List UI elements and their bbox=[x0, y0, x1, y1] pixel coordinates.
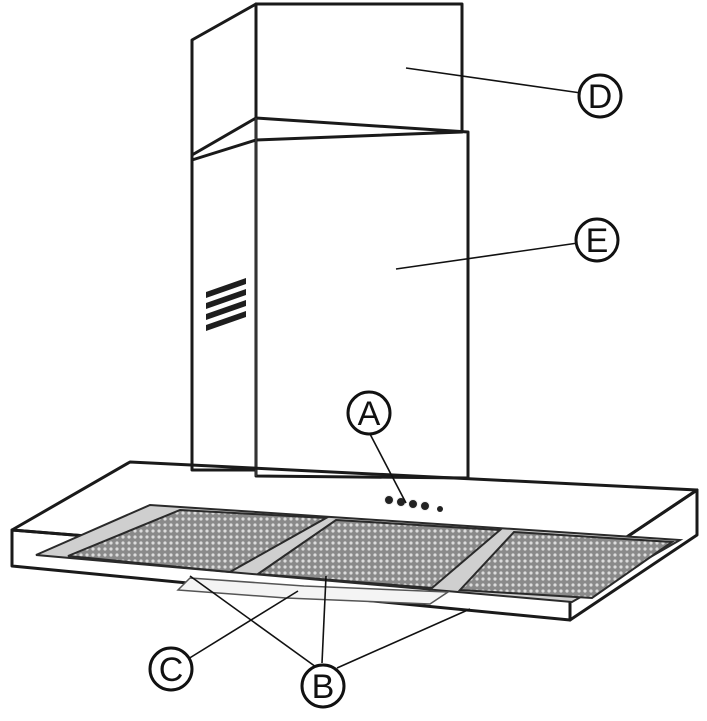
leader-a bbox=[369, 433, 407, 504]
callout-c: C bbox=[148, 646, 194, 692]
leader-b-right bbox=[336, 608, 471, 669]
callout-d-label: D bbox=[588, 78, 613, 116]
callout-b: B bbox=[300, 663, 346, 709]
callout-d: D bbox=[577, 73, 623, 119]
callout-b-label: B bbox=[312, 668, 335, 706]
leader-d bbox=[405, 67, 582, 94]
leader-c bbox=[187, 590, 299, 660]
grease-filter-right bbox=[457, 530, 675, 600]
upper-chimney bbox=[190, 2, 464, 162]
callout-e: E bbox=[574, 217, 620, 263]
callout-e-label: E bbox=[586, 222, 609, 260]
grease-filter-left bbox=[67, 508, 330, 574]
control-panel bbox=[384, 495, 443, 512]
callout-a-label: A bbox=[358, 395, 381, 433]
leader-b-left bbox=[189, 575, 317, 668]
grease-filters bbox=[67, 508, 675, 600]
grease-filter-middle bbox=[255, 518, 503, 590]
callout-c-label: C bbox=[159, 651, 184, 689]
leader-b-middle bbox=[321, 575, 327, 664]
light-strip bbox=[176, 577, 451, 605]
callout-a: A bbox=[346, 390, 392, 436]
side-vent bbox=[206, 278, 246, 331]
leader-e bbox=[395, 242, 579, 270]
